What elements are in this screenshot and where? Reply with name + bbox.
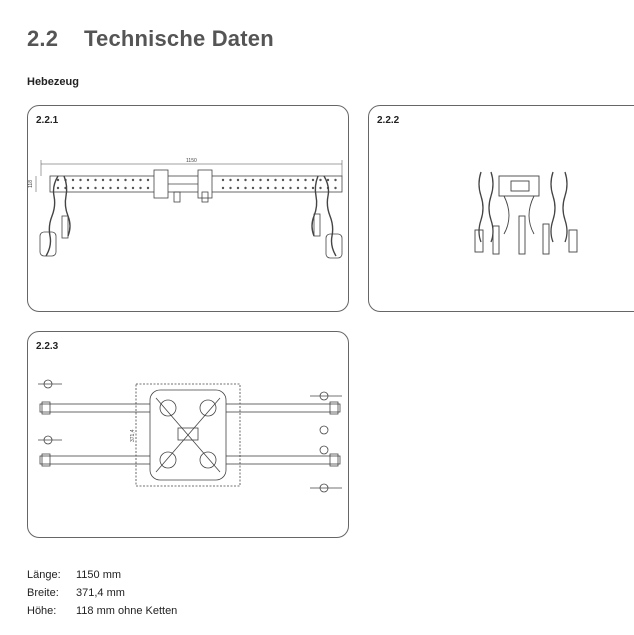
spec-row-width: Breite: 371,4 mm — [27, 584, 177, 602]
figure-label: 2.2.3 — [36, 341, 59, 352]
width-dimension-label: 371,4 — [130, 429, 136, 442]
section-heading: 2.2 Technische Daten — [27, 26, 274, 52]
hoist-side-view-drawing: 1150 118 — [28, 158, 343, 259]
figure-panel-2-2-3: 2.2.3 371,4 — [27, 331, 349, 538]
hoist-front-view-drawing — [474, 171, 578, 255]
spec-key: Breite: — [27, 587, 59, 599]
spec-key: Höhe: — [27, 605, 57, 617]
height-dimension-label: 118 — [28, 180, 34, 188]
spec-row-height: Höhe: 118 mm ohne Ketten — [27, 602, 177, 620]
spec-value: 1150 mm — [76, 569, 122, 581]
figure-label: 2.2.2 — [377, 115, 400, 126]
figure-panel-2-2-1: 2.2.1 1150 118 — [27, 105, 349, 312]
spec-key: Länge: — [27, 569, 61, 581]
hoist-top-view-drawing: 371,4 — [38, 379, 342, 493]
section-number: 2.2 — [27, 26, 59, 51]
figure-panel-2-2-2: 2.2.2 — [368, 105, 634, 312]
spec-value: 371,4 mm — [76, 587, 125, 599]
figure-label: 2.2.1 — [36, 115, 59, 126]
spec-value: 118 mm ohne Ketten — [76, 605, 178, 617]
spec-row-length: Länge: 1150 mm — [27, 566, 177, 584]
specs-list: Länge: 1150 mm Breite: 371,4 mm Höhe: 118 m… — [27, 566, 177, 620]
subsection-title: Hebezeug — [27, 76, 79, 88]
section-title: Technische Daten — [84, 26, 274, 51]
length-dimension-label: 1150 — [186, 158, 197, 164]
